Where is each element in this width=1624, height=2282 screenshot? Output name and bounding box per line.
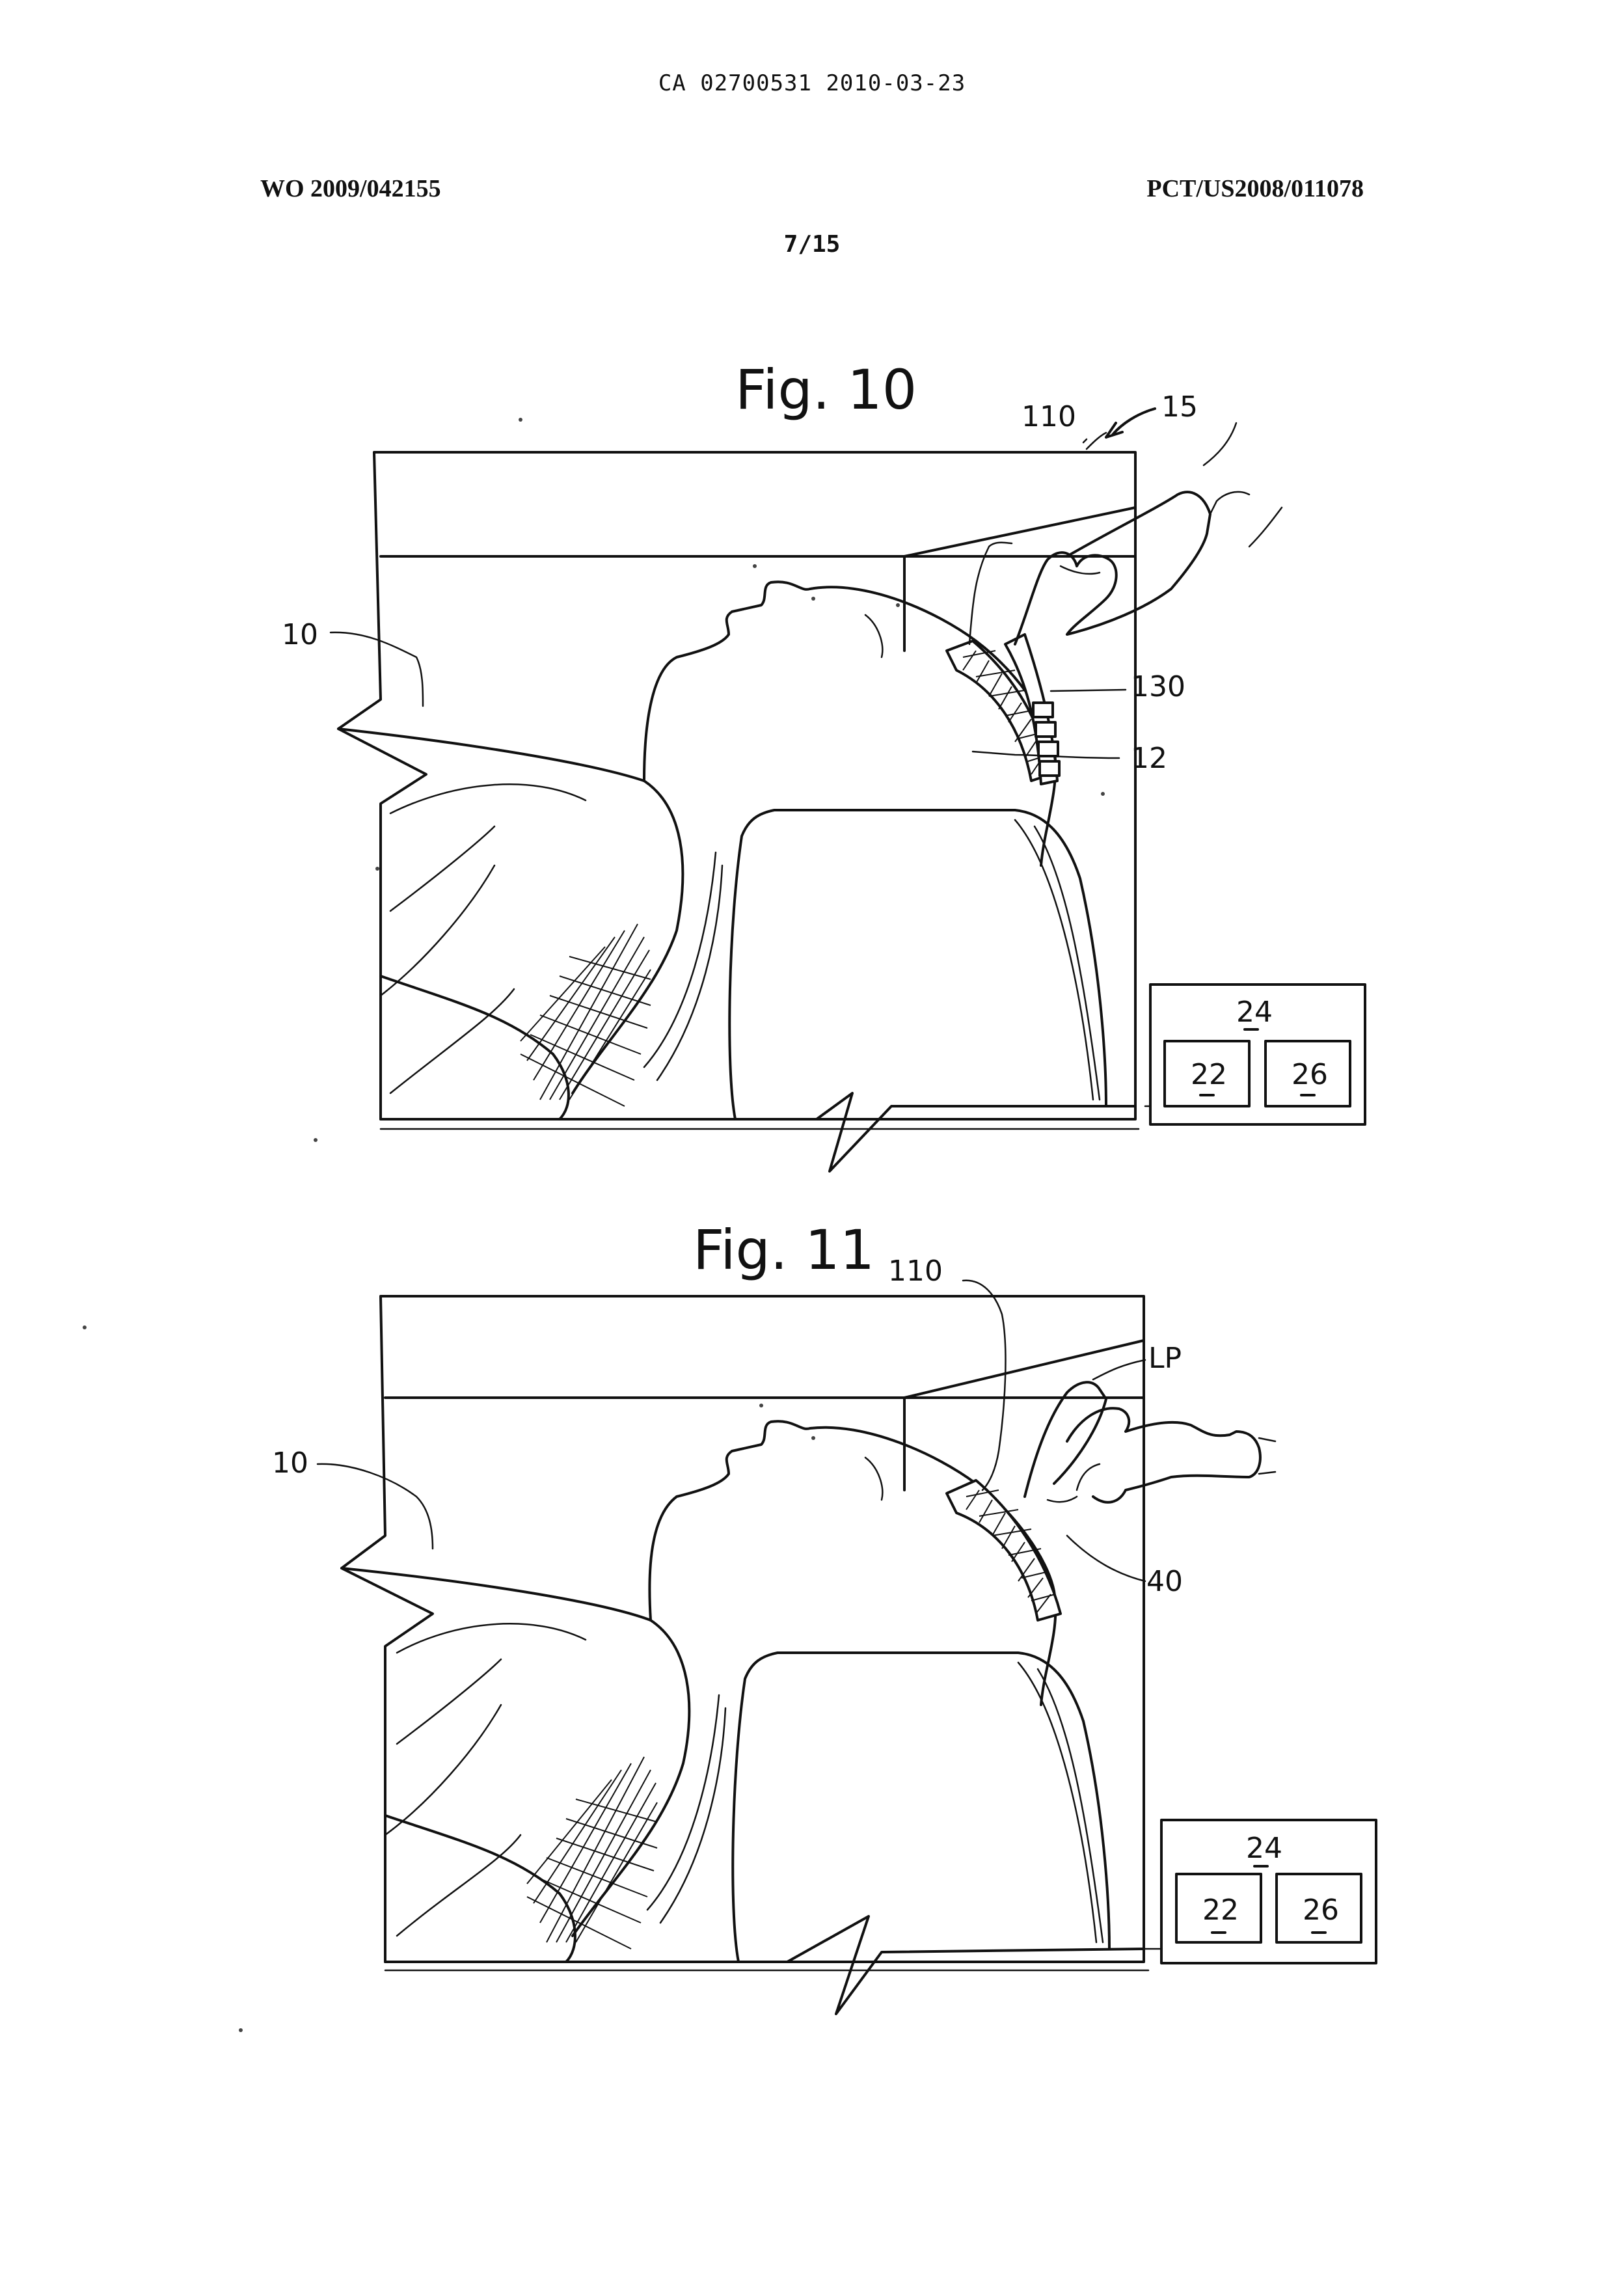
wo-publication-number: WO 2009/042155 xyxy=(260,174,441,203)
ref-22: 22 xyxy=(1202,1894,1239,1927)
ref-12: 12 xyxy=(1131,742,1167,775)
ref-26: 26 xyxy=(1303,1894,1339,1927)
figure-10-drawing xyxy=(314,409,1365,1171)
ref-24: 24 xyxy=(1246,1832,1282,1865)
figure-10-title: Fig. 10 xyxy=(735,358,917,422)
figure-11-drawing xyxy=(83,1281,1376,2032)
ref-10: 10 xyxy=(272,1447,308,1480)
ref-130: 130 xyxy=(1131,670,1185,703)
figure-11-title: Fig. 11 xyxy=(693,1218,874,1282)
ca-document-number: CA 02700531 2010-03-23 xyxy=(0,70,1624,96)
ref-22: 22 xyxy=(1191,1058,1227,1091)
ref-24: 24 xyxy=(1236,996,1273,1029)
ref-40: 40 xyxy=(1146,1565,1183,1598)
pct-application-number: PCT/US2008/011078 xyxy=(1146,174,1364,203)
ref-LP: LP xyxy=(1148,1342,1182,1375)
ref-10: 10 xyxy=(282,618,318,651)
figure-10: Fig. 10 xyxy=(0,338,1624,1204)
figure-11: Fig. 11 xyxy=(0,1204,1624,2076)
ref-110: 110 xyxy=(1022,400,1076,433)
sheet-number: 7/15 xyxy=(0,231,1624,258)
ref-15: 15 xyxy=(1161,390,1198,424)
ref-110: 110 xyxy=(888,1255,943,1288)
ref-26: 26 xyxy=(1292,1058,1328,1091)
